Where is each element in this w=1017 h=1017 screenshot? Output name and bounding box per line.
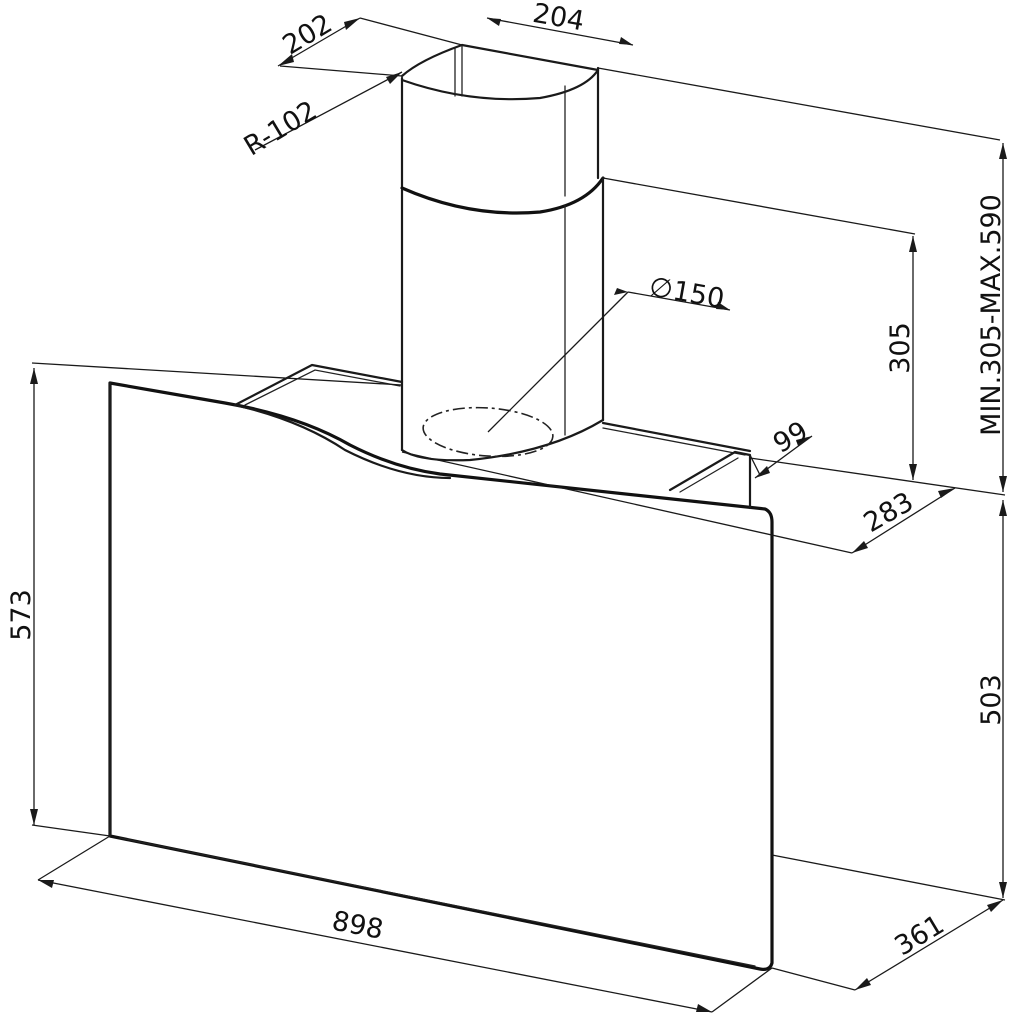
duct-outlet <box>422 406 554 458</box>
chimney <box>400 43 605 462</box>
panel-bottom-shadow <box>119 837 756 967</box>
label-chimney-total-height: MIN.305-MAX.590 <box>976 194 1007 436</box>
label-width: 898 <box>329 906 386 946</box>
top-plate-left-inner <box>244 369 401 406</box>
top-plate-right-inner <box>602 427 746 456</box>
panel-top-wave <box>233 403 452 480</box>
label-bracket-width: 99 <box>768 416 813 460</box>
top-plate-left <box>233 363 404 407</box>
label-chimney-radius: R-102 <box>239 95 323 162</box>
chimney-bottom <box>400 418 605 462</box>
duct-diameter-value: 150 <box>670 276 726 315</box>
chimney-top-right <box>460 43 600 72</box>
top-plate-right <box>601 421 752 453</box>
label-body-height: 503 <box>976 674 1007 726</box>
label-duct-diameter: ∅ 150 <box>647 271 727 315</box>
bracket <box>668 450 752 510</box>
dimension-lines <box>31 17 1006 1013</box>
bracket-inner <box>679 457 739 493</box>
diameter-symbol: ∅ <box>647 271 676 306</box>
chimney-top-rim <box>400 43 464 78</box>
hood-body <box>108 363 774 971</box>
label-chimney-depth: 202 <box>278 8 338 61</box>
label-chimney-lower-height: 305 <box>885 322 916 374</box>
chimney-top-front <box>400 68 600 101</box>
label-bottom-depth: 361 <box>890 909 950 962</box>
label-top-depth: 283 <box>859 486 919 539</box>
dimension-arrows <box>30 18 1007 1012</box>
chimney-joint <box>400 176 605 215</box>
label-panel-height: 573 <box>6 589 37 641</box>
front-panel-outline <box>108 381 774 971</box>
label-chimney-width: 204 <box>530 0 586 37</box>
